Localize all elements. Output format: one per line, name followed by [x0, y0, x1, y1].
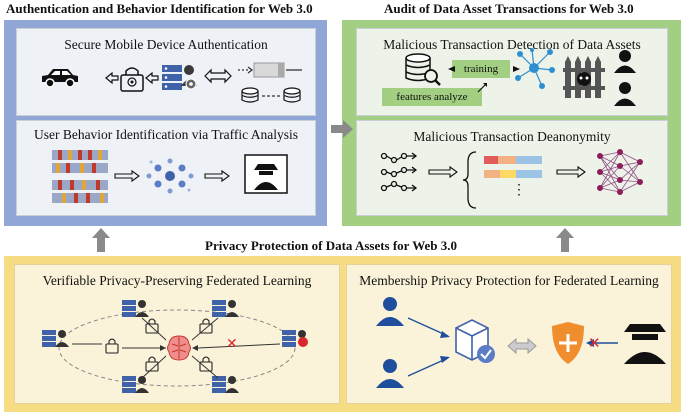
- membership-diagram: [376, 297, 666, 388]
- arrow-icon: [114, 169, 140, 183]
- brain-icon: [167, 335, 191, 361]
- arrow-up-small-icon: [477, 83, 487, 93]
- features-tag: features analyze: [382, 88, 482, 106]
- arrow-icon: [204, 169, 230, 183]
- database-search-icon: [405, 53, 441, 86]
- person-icon: [614, 50, 636, 106]
- title-bottom: Privacy Protection of Data Assets for We…: [205, 238, 458, 253]
- deanon-subpanel: Malicious Transaction Deanonymity: [356, 120, 668, 216]
- arrow-icon: [428, 165, 458, 179]
- membership-subpanel: Membership Privacy Protection for Federa…: [346, 264, 672, 404]
- right-connector-arrow: [331, 120, 353, 138]
- fl-diagram: [42, 300, 308, 393]
- detect-title: Malicious Transaction Detection of Data …: [383, 37, 641, 52]
- membership-cross-icon: ✕: [588, 334, 601, 352]
- title-right: Audit of Data Asset Transactions for Web…: [384, 1, 634, 16]
- up-connector-arrow-left: [92, 228, 110, 252]
- key-database-icon: [238, 62, 302, 103]
- fl-title: Verifiable Privacy-Preserving Federated …: [42, 273, 312, 288]
- traffic-matrix-icon: [52, 150, 108, 203]
- up-connector-arrow-right: [556, 228, 574, 252]
- lock-exchange-icon: [105, 67, 159, 92]
- arrow-icon: [556, 165, 586, 179]
- feature-bars-icon: [484, 156, 542, 178]
- shield-plus-icon: [552, 322, 584, 364]
- neural-net-icon: [597, 149, 643, 195]
- hacker-dark-icon: [624, 324, 666, 364]
- training-tag: training: [452, 60, 510, 78]
- network-icon: [515, 48, 555, 89]
- arrow-left-small-icon: [448, 66, 455, 72]
- car-icon: [42, 69, 78, 88]
- arrow-right-small-icon: [513, 66, 520, 72]
- hacker-icon: [244, 154, 288, 194]
- fence-barrier-icon: [563, 56, 605, 98]
- server-icon: [162, 65, 197, 90]
- trajectory-icon: [380, 152, 418, 192]
- ellipsis-dots: ⋮: [512, 183, 526, 198]
- membership-title: Membership Privacy Protection for Federa…: [359, 273, 659, 288]
- brace-icon: [462, 151, 477, 209]
- fl-cross-icon: ✕: [226, 336, 238, 352]
- deanon-title: Malicious Transaction Deanonymity: [413, 129, 611, 144]
- box-check-icon: [455, 319, 495, 363]
- double-arrow-icon: [204, 68, 232, 84]
- auth-title: Secure Mobile Device Authentication: [64, 37, 268, 52]
- title-left: Authentication and Behavior Identificati…: [6, 1, 313, 16]
- behavior-title: User Behavior Identification via Traffic…: [33, 127, 299, 142]
- person-blue-icon: [376, 297, 404, 388]
- cluster-icon: [146, 158, 194, 194]
